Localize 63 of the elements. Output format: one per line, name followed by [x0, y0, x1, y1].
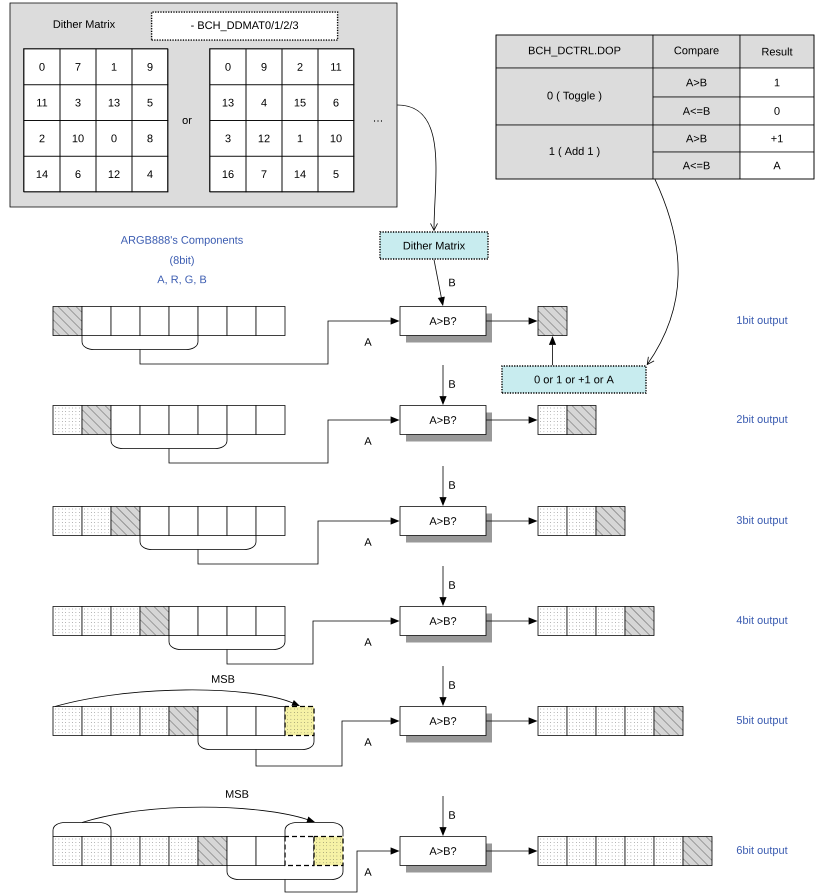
msb-label: MSB	[212, 675, 234, 683]
comparator-box: A>B?	[400, 836, 492, 872]
result-box: 0 or 1 or +1 or A	[501, 365, 647, 394]
input-box: Dither Matrix	[379, 231, 489, 260]
table-cell: A>B	[652, 68, 740, 98]
edge-label: A	[363, 436, 373, 446]
comparator-box: A>B?	[400, 306, 492, 342]
edge-label: A	[363, 737, 373, 747]
output-label: 5bit output	[736, 716, 788, 726]
edge-label: B	[447, 810, 457, 820]
table-cell: BCH_DCTRL.DOP	[496, 34, 654, 68]
panel-heading: Dither Matrix	[54, 20, 116, 28]
table-cell: 1	[740, 68, 814, 98]
comparator-box: A>B?	[400, 506, 492, 542]
comparator-box: A>B?	[400, 405, 492, 442]
edge-label: A	[363, 337, 373, 347]
output-label: 4bit output	[736, 616, 788, 626]
comparator-box: A>B?	[400, 606, 492, 642]
curved-arrow	[646, 179, 679, 366]
edge-label: B	[447, 379, 457, 389]
caption-text: (8bit)	[170, 256, 194, 266]
ellipsis: …	[374, 120, 382, 122]
table-cell: Result	[740, 34, 814, 68]
edge-label: B	[447, 580, 457, 590]
or-label: or	[182, 118, 192, 124]
output-register	[538, 606, 654, 636]
table-cell: A	[740, 152, 814, 180]
msb-label: MSB	[226, 790, 248, 798]
table-cell: Compare	[652, 34, 740, 68]
table-cell: +1	[740, 124, 814, 152]
matrix-grid: 0 7 1 9 11 3 13 5 2 10 0 8 14 6 12 4	[23, 48, 168, 192]
edge-label: A	[363, 537, 373, 547]
output-register	[538, 306, 568, 336]
table-cell: 0	[740, 96, 814, 126]
bit-register	[52, 405, 286, 435]
edge-label: A	[363, 867, 373, 877]
bit-register	[52, 836, 344, 866]
table-cell: A>B	[652, 124, 740, 152]
bit-register	[52, 706, 315, 736]
caption-text: A, R, G, B	[157, 275, 206, 285]
output-label: 6bit output	[736, 846, 788, 856]
output-register	[538, 405, 596, 435]
output-label: 1bit output	[737, 316, 788, 326]
lookup-table	[496, 34, 814, 180]
matrix-grid: 0 9 2 11 13 4 15 6 3 12 1 10 16 7 14 5	[209, 48, 354, 192]
edge-label: B	[447, 278, 457, 288]
output-register	[538, 506, 626, 536]
edge-label: A	[363, 637, 373, 647]
curved-arrow	[397, 104, 438, 232]
output-register	[538, 706, 684, 736]
output-register	[538, 836, 712, 866]
edge-label: B	[447, 680, 457, 690]
bit-register	[52, 306, 286, 336]
table-cell: A<=B	[652, 152, 740, 180]
edge-label: B	[447, 480, 457, 490]
bit-register	[52, 506, 286, 536]
output-label: 2bit output	[736, 414, 788, 426]
comparator-box: A>B?	[400, 706, 492, 742]
register-name-box: - BCH_DDMAT0/1/2/3	[150, 11, 338, 41]
caption-text: ARGB888's Components	[120, 236, 243, 246]
bit-register	[52, 606, 286, 636]
output-label: 3bit output	[736, 516, 788, 526]
table-cell: A<=B	[652, 96, 740, 126]
